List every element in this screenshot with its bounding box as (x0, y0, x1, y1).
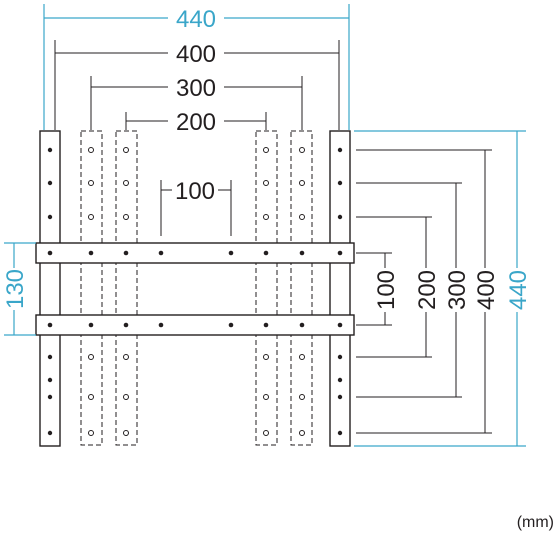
dimension-300-vertical (356, 182, 462, 398)
unit-label: (mm) (517, 514, 554, 531)
vertical-400-label: 400 (473, 270, 500, 310)
dimension-200 (125, 112, 267, 130)
height-440-label: 440 (505, 270, 532, 310)
outer-vertical-bars (39, 130, 351, 447)
vertical-100-label: 100 (373, 270, 400, 310)
vertical-200-label: 200 (414, 270, 441, 310)
dimension-100-vertical (356, 252, 392, 326)
outer-bar-holes (47, 147, 343, 436)
width-440-label: 440 (176, 6, 216, 33)
plate-holes (88, 147, 305, 436)
dashed-plates (80, 130, 313, 446)
dimension-200-vertical (356, 216, 432, 358)
plate-hole-column-4 (299, 147, 305, 436)
dimension-100-horizontal (160, 180, 232, 236)
horizontal-rails (35, 242, 355, 336)
plate-hole-column-3 (263, 147, 269, 436)
dimension-rail-spacing-130 (4, 242, 36, 336)
dimension-300-label: 300 (176, 75, 216, 102)
dimension-300 (90, 76, 303, 130)
rail-holes (47, 250, 343, 328)
plate-hole-column-1 (88, 147, 94, 436)
vertical-300-label: 300 (444, 270, 471, 310)
dimension-width-440 (43, 4, 350, 130)
dimension-400 (54, 40, 340, 130)
dimension-400-label: 400 (176, 41, 216, 68)
plate-hole-column-2 (123, 147, 129, 436)
rail-spacing-130-label: 130 (2, 269, 29, 309)
dimension-100-label: 100 (175, 178, 215, 205)
dimension-200-label: 200 (176, 109, 216, 136)
dimension-height-440 (354, 130, 526, 447)
dimension-400-vertical (356, 149, 492, 434)
